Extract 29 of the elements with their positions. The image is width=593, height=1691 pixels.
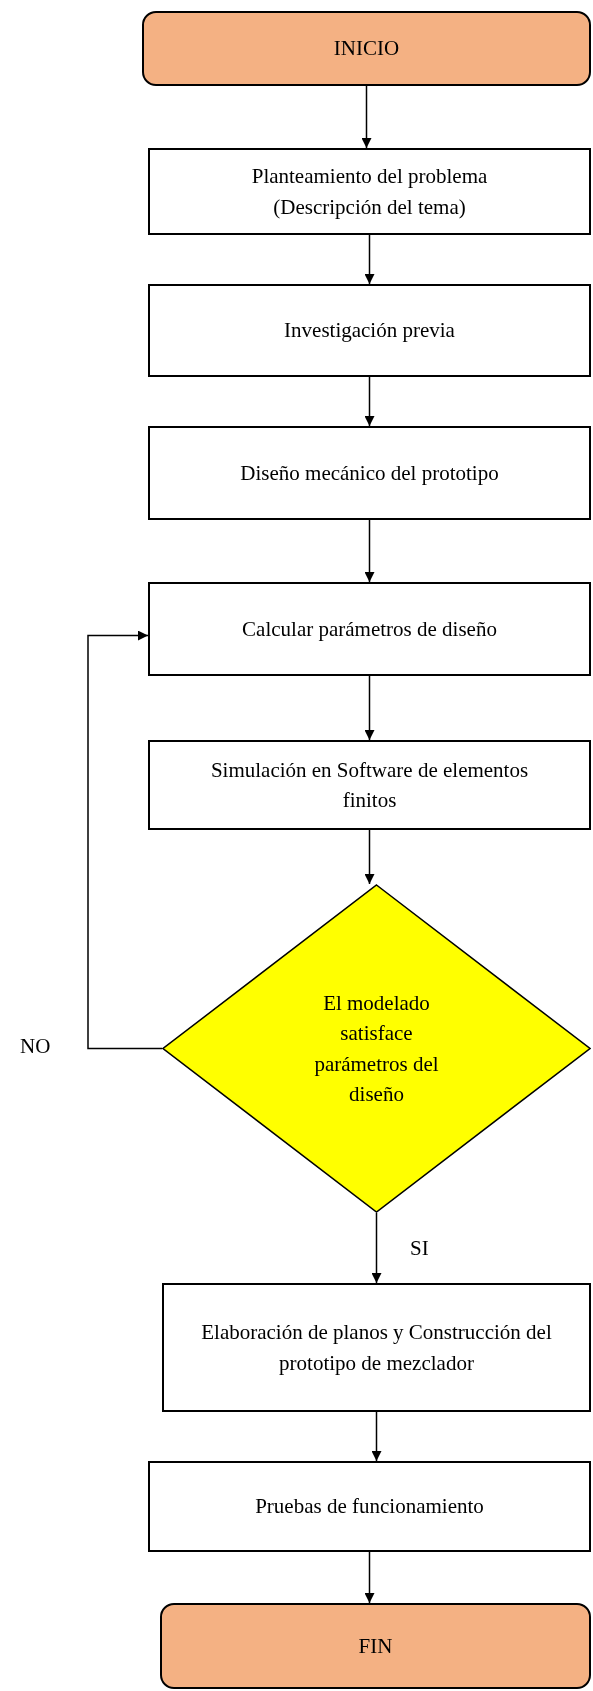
- arrow: [361, 85, 372, 149]
- arrow: [364, 234, 375, 285]
- node-text: Simulación en Software de elementos finitos: [210, 756, 529, 814]
- process-box: [148, 284, 591, 377]
- node-text: Investigación previa: [284, 317, 455, 345]
- node-text: Calcular parámetros de diseño: [242, 615, 497, 643]
- process-box: [148, 1461, 591, 1552]
- terminal-box: [160, 1603, 591, 1689]
- process-box: [148, 740, 591, 830]
- arrow: [364, 829, 375, 885]
- arrow: [371, 1411, 382, 1462]
- node-text: FIN: [358, 1632, 393, 1660]
- arrow: [364, 675, 375, 741]
- process-box: [148, 426, 591, 520]
- process-box: [162, 1283, 591, 1412]
- process-box: [148, 148, 591, 235]
- node-text: Elaboración de planos y Construcción del prototipo de mezclador: [200, 1319, 553, 1377]
- arrow: [87, 630, 163, 1050]
- terminal-box: [142, 11, 591, 86]
- node-text: El modelado satisface parámetros del diseño: [313, 989, 440, 1108]
- arrow: [371, 1212, 382, 1284]
- node-text: Planteamiento del problema (Descripción del tema): [250, 163, 489, 221]
- process-box: [148, 582, 591, 676]
- arrow: [364, 1551, 375, 1604]
- arrow: [364, 519, 375, 583]
- node-text: Diseño mecánico del prototipo: [240, 459, 499, 487]
- node-text: INICIO: [333, 35, 400, 63]
- node-text: Pruebas de funcionamiento: [255, 1493, 484, 1521]
- arrow: [364, 376, 375, 427]
